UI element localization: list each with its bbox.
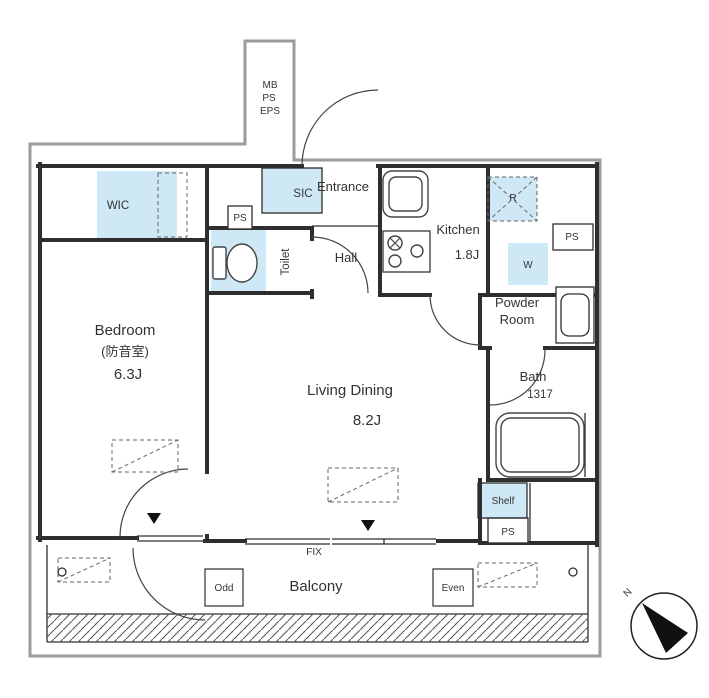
walls [36, 162, 599, 547]
even-box [432, 568, 474, 607]
fridge-label: R [509, 193, 516, 204]
stove-burner-cross [389, 237, 401, 249]
toilet-label: Toilet [280, 248, 292, 276]
bath-size-label: 1317 [527, 389, 553, 401]
shaft-ps-label: PS [262, 93, 276, 104]
balcony-door-arc [132, 547, 206, 621]
fridge-dashed-cross [487, 176, 538, 222]
odd-box [204, 568, 244, 607]
powder-room-label-1: Powder [495, 295, 540, 310]
kitchen-label: Kitchen [436, 222, 479, 237]
ps-toilet-label: PS [233, 213, 247, 224]
outer-boundary [28, 39, 602, 658]
balcony-label: Balcony [289, 578, 343, 595]
hall-label: Hall [335, 250, 358, 265]
living-window-marker [361, 520, 375, 531]
bathtub-inner [500, 417, 580, 473]
fix-window-label: FIX [306, 547, 322, 558]
balcony-drain-left [57, 567, 67, 577]
kitchen-sink-basin [388, 176, 423, 212]
powder-room-label-2: Room [500, 312, 535, 327]
living-light-dashed [327, 467, 399, 503]
shelf-fill [478, 483, 527, 518]
bath-door-arc [489, 349, 546, 406]
balcony-light-right-dashed [477, 562, 538, 588]
wic-closet-dashed [157, 172, 188, 238]
dashed-symbols [57, 172, 538, 588]
ps-bottom-label: PS [501, 527, 515, 538]
wic-label: WIC [107, 200, 129, 212]
toilet-door-arc [311, 236, 369, 294]
fixtures [212, 170, 585, 478]
stove-burner-3 [410, 244, 424, 258]
balcony-light-left-dashed [57, 557, 111, 583]
entrance-label: Entrance [317, 179, 369, 194]
toilet-bowl [226, 243, 258, 283]
kitchen-size-label: 1.8J [455, 247, 480, 262]
compass-north-label: N [622, 587, 635, 600]
even-label: Even [442, 583, 465, 594]
bedroom-size-label: 6.3J [114, 366, 142, 383]
room-labels: MB PS EPS WIC PS SIC Entrance Toilet Hal… [95, 80, 579, 595]
fridge-dashed-border [487, 176, 538, 222]
shelf-label: Shelf [492, 496, 515, 507]
bedroom-note-label: (防音室) [101, 344, 149, 359]
wic-fill [97, 171, 177, 239]
bath-label: Bath [520, 369, 547, 384]
washer-label: W [523, 260, 533, 271]
shaft-eps-label: EPS [260, 106, 280, 117]
washer-fill [508, 243, 548, 285]
sic-fill [262, 168, 322, 213]
stove-burner-2 [388, 254, 402, 268]
toilet-tank [212, 246, 227, 280]
compass: N [622, 587, 698, 660]
shaft-mb-label: MB [263, 80, 278, 91]
sic-label: SIC [293, 188, 312, 200]
ps-right-label: PS [565, 232, 579, 243]
bedroom-window-marker [147, 513, 161, 524]
north-arrow-icon [642, 603, 688, 653]
balcony-drain-right [568, 567, 578, 577]
thin-lines [46, 167, 595, 643]
living-dining-size-label: 8.2J [353, 412, 381, 429]
bedroom-door-arc [119, 468, 189, 538]
bedroom-label: Bedroom [95, 322, 156, 339]
door-arcs [119, 89, 546, 621]
living-dining-label: Living Dining [307, 382, 393, 399]
entrance-door-arc [301, 89, 379, 167]
powder-door-arc [429, 294, 481, 346]
balcony-railing-hatch [47, 614, 588, 642]
odd-label: Odd [215, 583, 234, 594]
